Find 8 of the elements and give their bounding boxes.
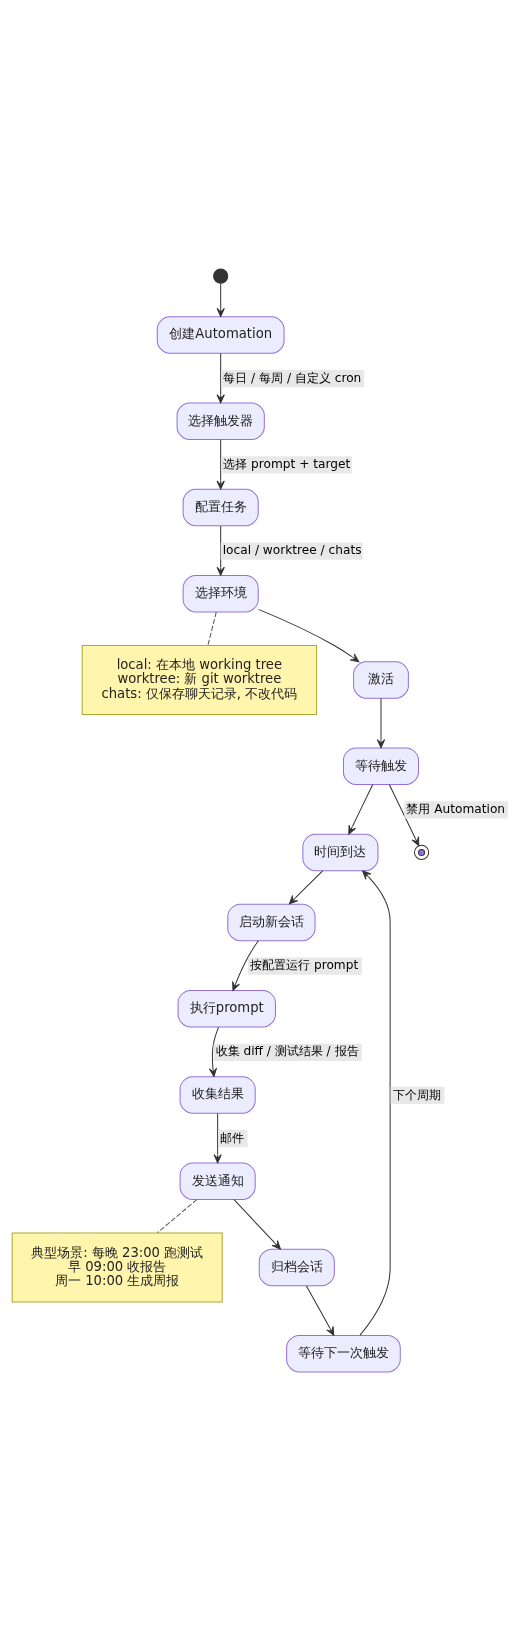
- edge-label: 按配置运行 prompt: [250, 957, 359, 972]
- edge-label: 选择 prompt + target: [223, 456, 351, 471]
- edge-label: 下个周期: [392, 1087, 441, 1102]
- edge-label: 收集 diff / 测试结果 / 报告: [215, 1043, 359, 1058]
- edge-label: 禁用 Automation: [406, 801, 506, 816]
- edge-label: 邮件: [220, 1130, 245, 1145]
- edge-label: local / worktree / chats: [222, 542, 362, 557]
- edge-label: 每日 / 每周 / 自定义 cron: [223, 370, 362, 385]
